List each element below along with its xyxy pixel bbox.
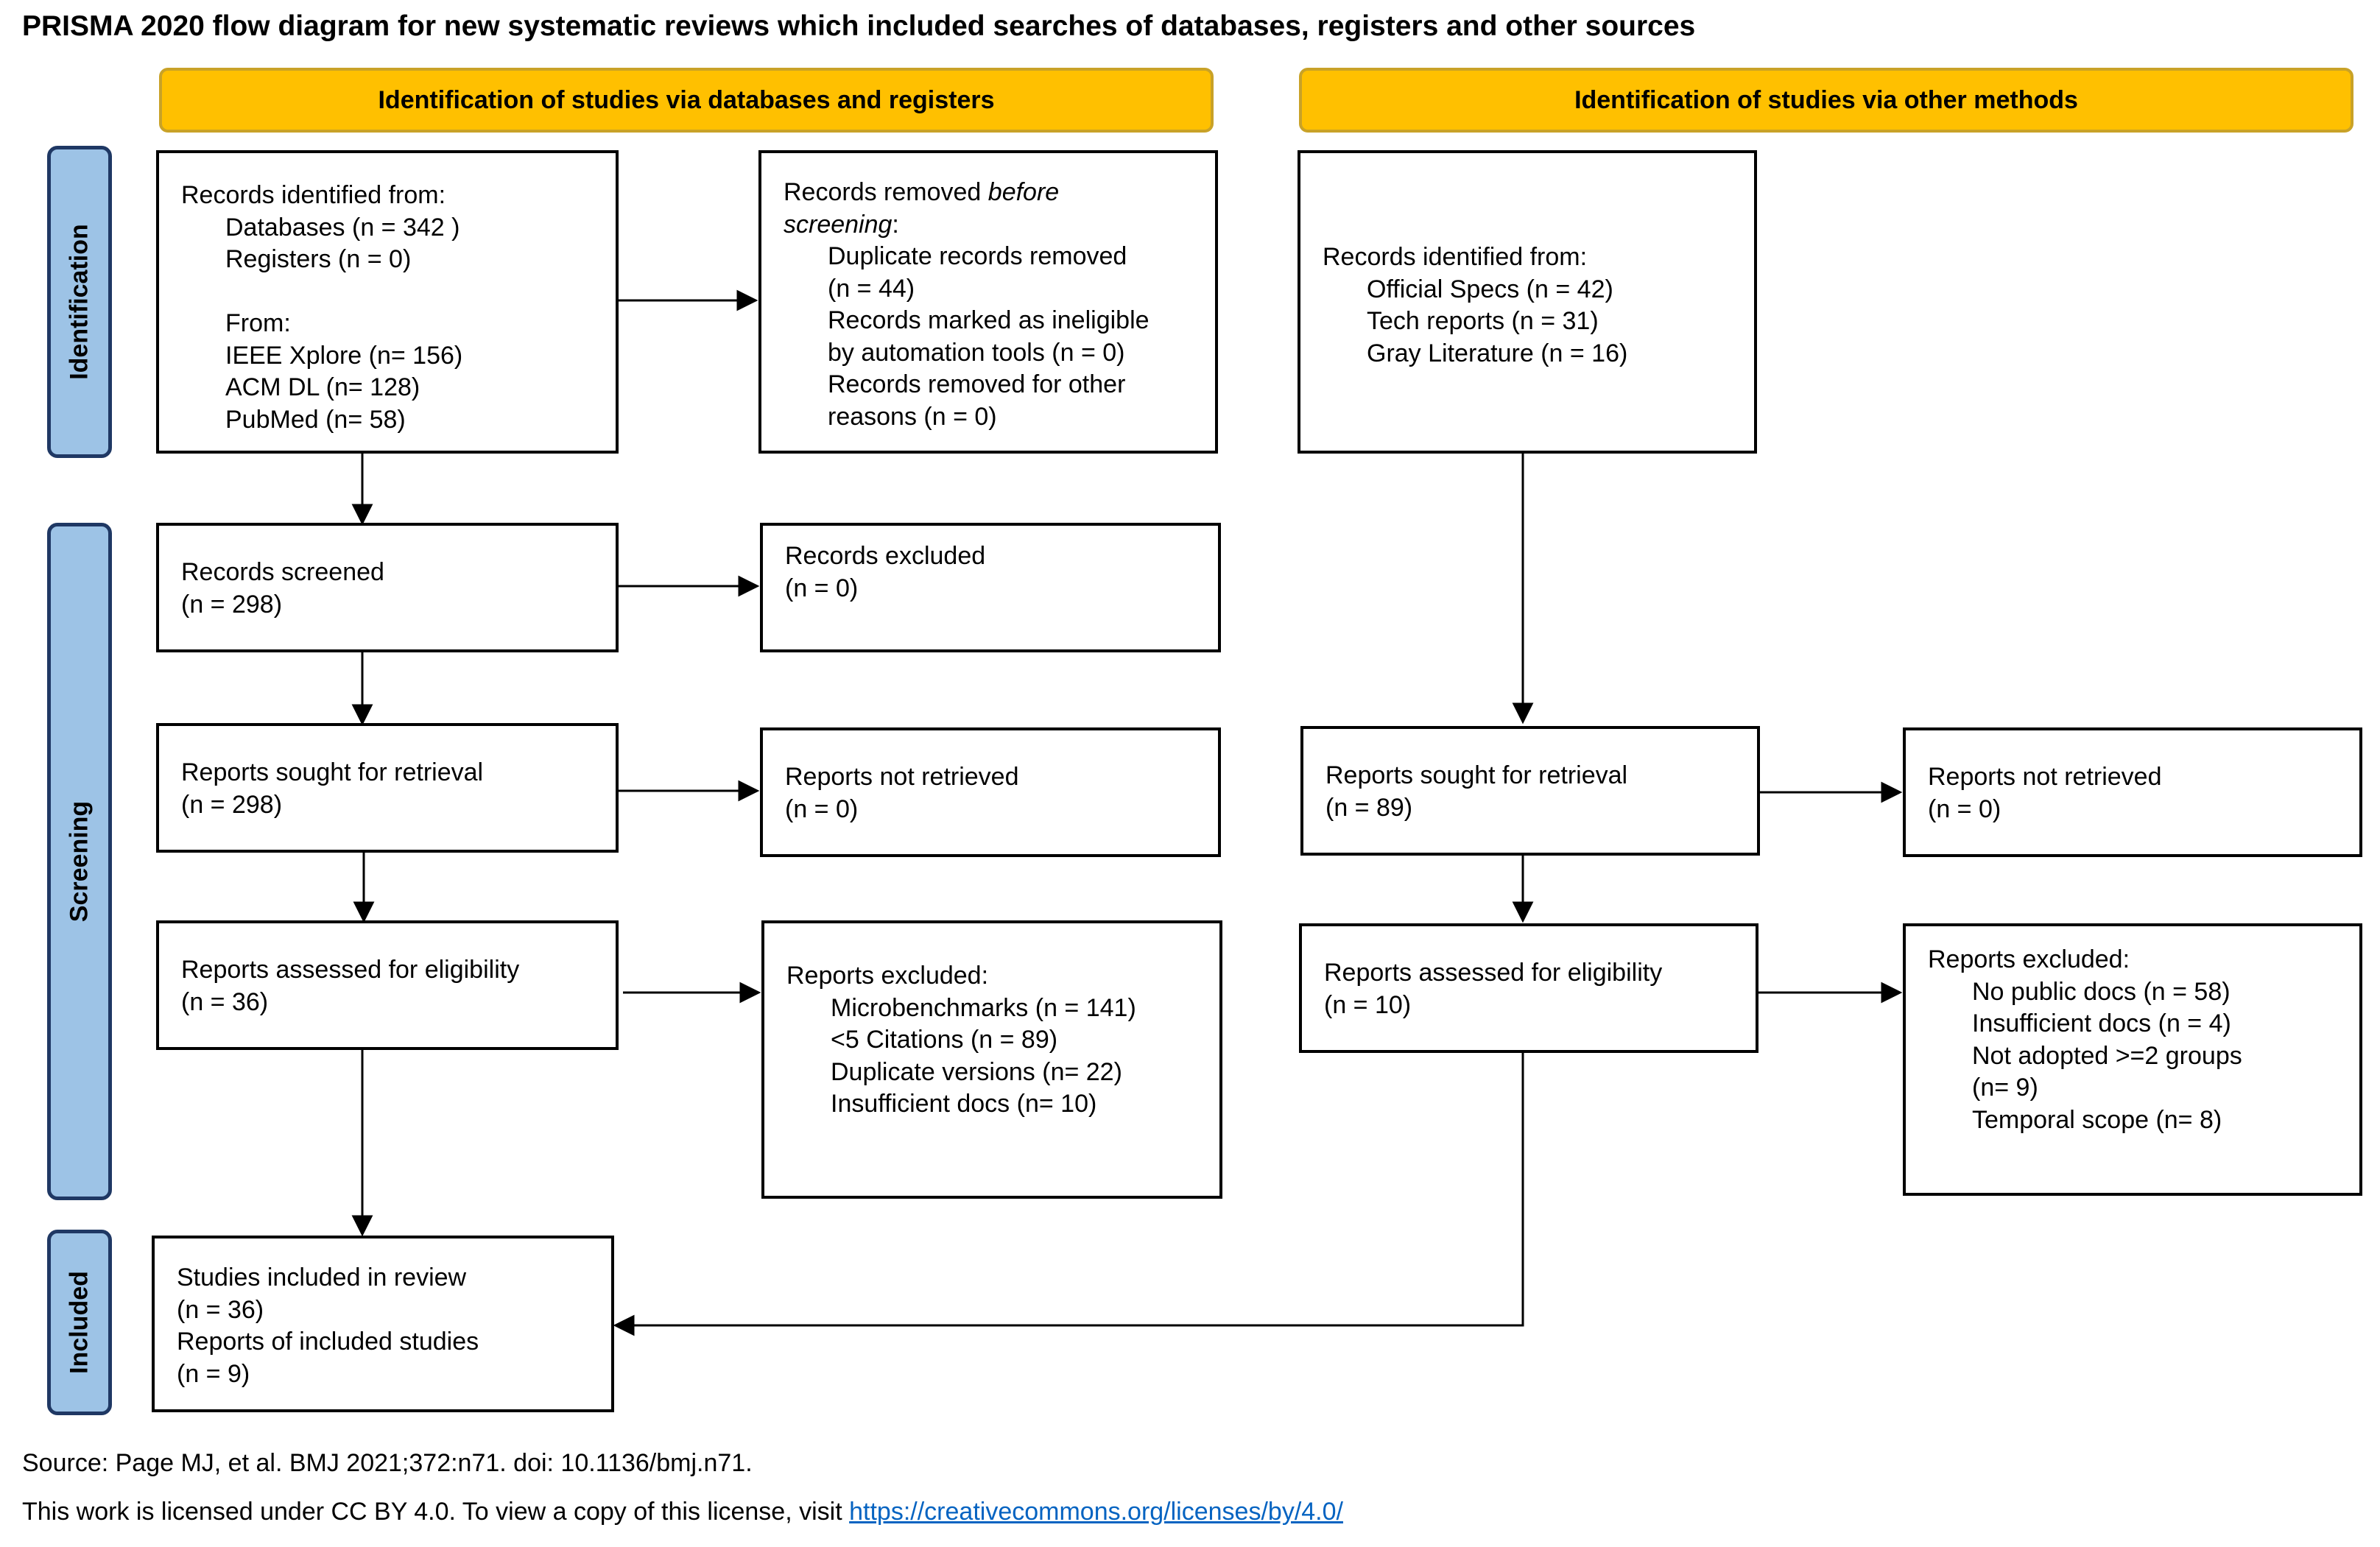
other-not-retrieved-label: Reports not retrieved [1928,763,2162,791]
box-records-identified-other: Records identified from: Official Specs … [1298,150,1757,454]
reports-sought-label: Reports sought for retrieval [181,758,484,786]
banner-other-methods: Identification of studies via other meth… [1299,68,2353,133]
other-reports-sought-count: (n = 89) [1325,793,1413,822]
box-reports-excluded-databases: Reports excluded: Microbenchmarks (n = 1… [761,920,1222,1199]
arrowhead-other-assessed-to-included [613,1314,635,1336]
arrow-other-assessed-to-included [633,1053,1524,1327]
reports-excluded-heading: Reports excluded: [786,962,989,990]
arrowhead-sought-to-not-retrieved [738,780,760,802]
acm-count: ACM DL (n= 128) [225,373,420,401]
reports-not-retrieved-label: Reports not retrieved [785,763,1019,791]
box-records-identified-databases: Records identified from: Databases (n = … [156,150,619,454]
arrowhead-other-identified-to-sought [1512,702,1534,725]
pubmed-count: PubMed (n= 58) [225,405,406,434]
reports-assessed-count: (n = 36) [181,987,269,1016]
arrowhead-screened-to-excluded [738,575,760,597]
box-reports-assessed-other: Reports assessed for eligibility (n = 10… [1299,923,1758,1053]
duplicate-records-count: (n = 44) [828,274,915,303]
records-screened-count: (n = 298) [181,590,283,619]
other-removed-count: reasons (n = 0) [828,402,997,431]
arrowhead-identified-to-screened [351,504,373,526]
studies-included-label: Studies included in review [177,1264,467,1291]
excluded-insufficient-docs: Insufficient docs (n= 10) [831,1090,1097,1118]
license-link[interactable]: https://creativecommons.org/licenses/by/… [849,1498,1343,1526]
ineligible-records-count: by automation tools (n = 0) [828,338,1125,367]
records-removed-heading: Records removed before [784,178,1060,206]
excluded-citations: <5 Citations (n = 89) [831,1026,1058,1054]
reports-included-count: (n = 9) [177,1359,250,1388]
arrowhead-sought-to-assessed [353,901,375,923]
registers-count: Registers (n = 0) [225,245,412,273]
phase-included: Included [47,1230,112,1415]
excluded-temporal-scope: Temporal scope (n= 8) [1972,1105,2222,1134]
duplicate-records-removed: Duplicate records removed [828,242,1127,270]
arrowhead-screened-to-sought [351,704,373,726]
box-reports-sought-databases: Reports sought for retrieval (n = 298) [156,723,619,853]
gray-literature-count: Gray Literature (n = 16) [1367,339,1628,367]
box-reports-not-retrieved-databases: Reports not retrieved (n = 0) [760,727,1221,857]
box-records-removed: Records removed before screening: Duplic… [758,150,1218,454]
tech-reports-count: Tech reports (n = 31) [1367,307,1599,335]
reports-included-label: Reports of included studies [177,1328,479,1356]
arrowhead-other-sought-to-not-retrieved [1881,781,1903,803]
banner-databases-registers-label: Identification of studies via databases … [378,85,995,114]
license-text: This work is licensed under CC BY 4.0. T… [22,1498,850,1526]
records-screened-label: Records screened [181,558,384,586]
reports-not-retrieved-count: (n = 0) [785,794,859,823]
excluded-no-public-docs: No public docs (n = 58) [1972,977,2231,1006]
records-excluded-count: (n = 0) [785,574,859,602]
other-reports-assessed-count: (n = 10) [1324,990,1412,1019]
excluded-not-adopted-count: (n= 9) [1972,1074,2038,1102]
other-reports-sought-label: Reports sought for retrieval [1325,761,1628,789]
arrowhead-identified-to-removed [736,289,758,311]
ineligible-records: Records marked as ineligible [828,306,1149,334]
records-excluded-label: Records excluded [785,542,986,570]
banner-other-methods-label: Identification of studies via other meth… [1574,85,2078,114]
box-records-screened: Records screened (n = 298) [156,523,619,652]
arrowhead-assessed-to-excluded [739,982,761,1004]
excluded-microbenchmarks: Microbenchmarks (n = 141) [831,993,1136,1022]
other-not-retrieved-count: (n = 0) [1928,794,2001,823]
excluded-duplicate-versions: Duplicate versions (n= 22) [831,1057,1122,1086]
page-title: PRISMA 2020 flow diagram for new systema… [22,10,1696,42]
other-records-heading: Records identified from: [1323,243,1588,271]
banner-databases-registers: Identification of studies via databases … [159,68,1214,133]
studies-included-count: (n = 36) [177,1295,264,1324]
databases-count: Databases (n = 342 ) [225,213,460,242]
other-removed-records: Records removed for other [828,370,1126,398]
license-notice: This work is licensed under CC BY 4.0. T… [22,1498,1343,1526]
arrowhead-other-sought-to-assessed [1512,901,1534,923]
box-reports-not-retrieved-other: Reports not retrieved (n = 0) [1903,727,2362,857]
box-records-excluded: Records excluded (n = 0) [760,523,1221,652]
from-label: From: [225,309,291,337]
other-reports-excluded-heading: Reports excluded: [1928,945,2130,973]
phase-identification: Identification [47,146,112,458]
reports-assessed-label: Reports assessed for eligibility [181,956,520,984]
reports-sought-count: (n = 298) [181,790,283,819]
phase-screening: Screening [47,523,112,1200]
box-reports-sought-other: Reports sought for retrieval (n = 89) [1300,726,1760,856]
ieee-count: IEEE Xplore (n= 156) [225,341,463,370]
box-reports-excluded-other: Reports excluded: No public docs (n = 58… [1903,923,2362,1196]
records-identified-heading: Records identified from: [181,181,446,209]
other-reports-assessed-label: Reports assessed for eligibility [1324,959,1663,987]
excluded-not-adopted: Not adopted >=2 groups [1972,1041,2242,1070]
box-reports-assessed-databases: Reports assessed for eligibility (n = 36… [156,920,619,1050]
source-citation: Source: Page MJ, et al. BMJ 2021;372:n71… [22,1449,753,1477]
box-studies-included: Studies included in review (n = 36) Repo… [152,1236,614,1412]
arrowhead-assessed-to-included [351,1215,373,1237]
excluded-insufficient-docs-other: Insufficient docs (n = 4) [1972,1009,2231,1037]
arrowhead-other-assessed-to-excluded [1881,982,1903,1004]
official-specs-count: Official Specs (n = 42) [1367,275,1613,303]
